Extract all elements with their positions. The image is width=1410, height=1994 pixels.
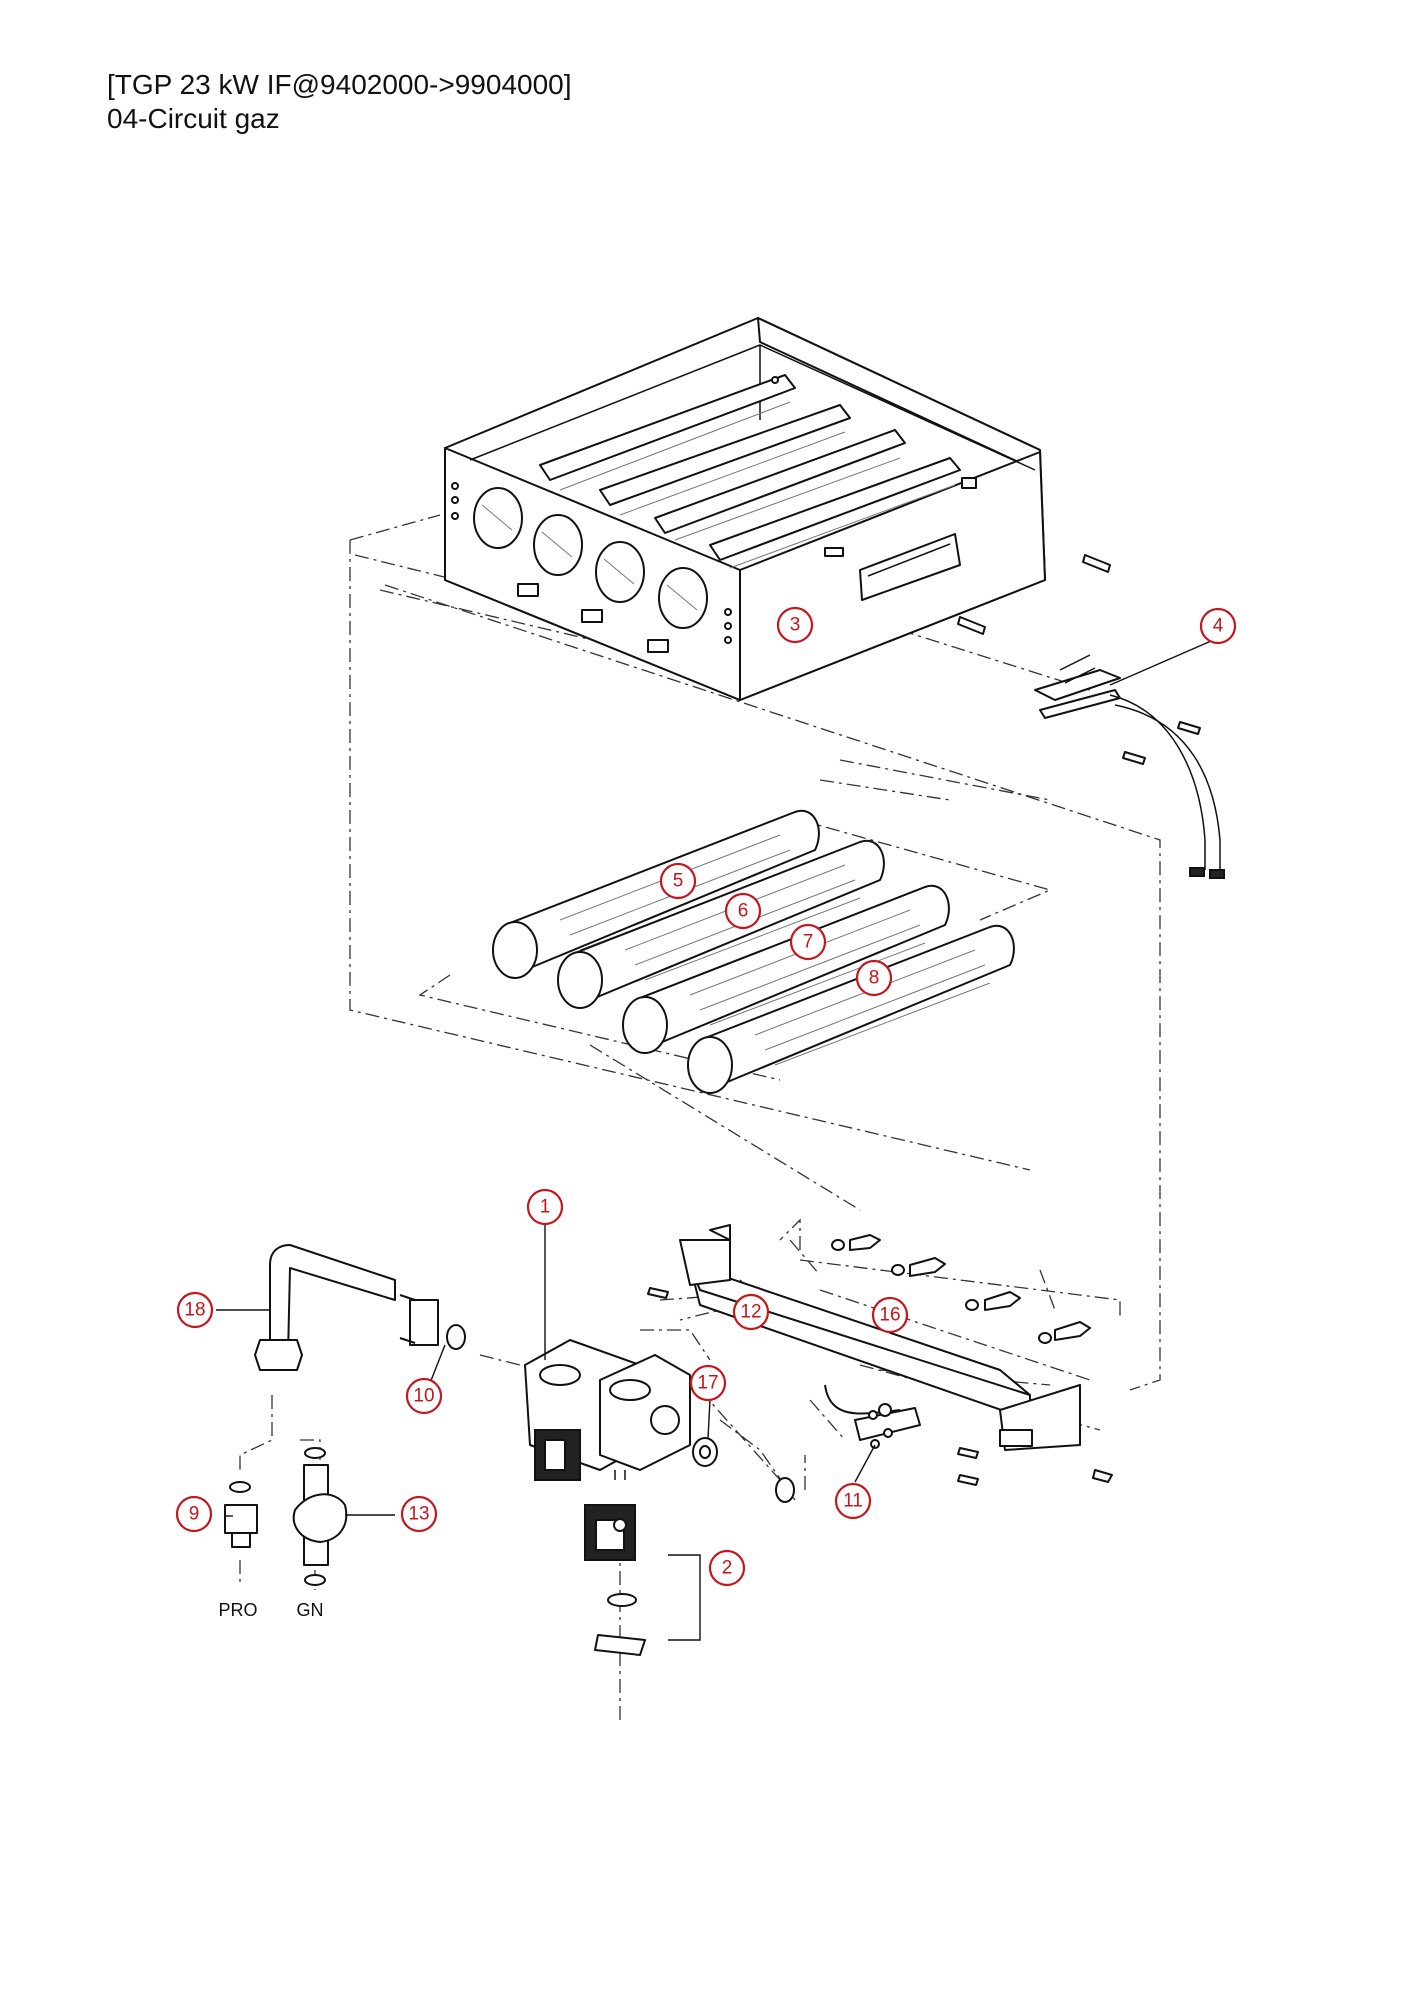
- svg-text:2: 2: [722, 1558, 733, 1579]
- svg-text:7: 7: [803, 932, 814, 953]
- callout-8[interactable]: 8: [855, 959, 893, 997]
- header: [TGP 23 kW IF@9402000->9904000] 04-Circu…: [107, 68, 572, 136]
- svg-text:8: 8: [869, 968, 880, 989]
- svg-text:1: 1: [540, 1197, 551, 1218]
- svg-text:18: 18: [184, 1300, 205, 1321]
- gas-connector: [224, 1447, 348, 1586]
- gas-valve: [524, 1339, 691, 1481]
- svg-text:6: 6: [738, 901, 749, 922]
- ignition-electrode: [1034, 654, 1225, 879]
- callout-2[interactable]: 2: [708, 1549, 746, 1587]
- burner-tube-7: [622, 884, 950, 1054]
- svg-text:5: 5: [673, 871, 684, 892]
- burner-tube-8: [687, 924, 1015, 1094]
- callout-11[interactable]: 11: [834, 1482, 872, 1520]
- callout-17[interactable]: 17: [689, 1364, 727, 1402]
- svg-text:12: 12: [740, 1302, 761, 1323]
- gas-pipe: [254, 1244, 466, 1371]
- callout-3[interactable]: 3: [776, 606, 814, 644]
- label-gn: GN: [297, 1600, 324, 1620]
- burner-tube-5: [492, 809, 820, 979]
- callout-16[interactable]: 16: [871, 1296, 909, 1334]
- callout-12[interactable]: 12: [732, 1293, 770, 1331]
- callout-13[interactable]: 13: [400, 1495, 438, 1533]
- manifold: [647, 1224, 1113, 1486]
- svg-text:16: 16: [879, 1305, 900, 1326]
- callout-18[interactable]: 18: [176, 1291, 214, 1329]
- burner-housing: [444, 317, 1111, 701]
- callout-7[interactable]: 7: [789, 923, 827, 961]
- svg-text:13: 13: [408, 1504, 429, 1525]
- callout-1[interactable]: 1: [526, 1188, 564, 1226]
- callout-6[interactable]: 6: [724, 892, 762, 930]
- svg-text:11: 11: [843, 1491, 863, 1512]
- svg-text:9: 9: [189, 1504, 200, 1525]
- svg-text:10: 10: [413, 1386, 434, 1407]
- callout-4[interactable]: 4: [1199, 607, 1237, 645]
- diagram-subtitle: 04-Circuit gaz: [107, 103, 280, 134]
- seal: [692, 1437, 795, 1503]
- callout-10[interactable]: 10: [405, 1377, 443, 1415]
- label-pro: PRO: [218, 1600, 257, 1620]
- burner-tube-6: [557, 839, 885, 1009]
- svg-text:4: 4: [1213, 616, 1224, 637]
- diagram-title: [TGP 23 kW IF@9402000->9904000]: [107, 69, 572, 100]
- callout-5[interactable]: 5: [659, 862, 697, 900]
- coil-kit: [584, 1504, 701, 1656]
- svg-text:17: 17: [697, 1373, 718, 1394]
- burner-tubes: [492, 809, 1015, 1094]
- leader-lines: [216, 637, 1219, 1517]
- callout-9[interactable]: 9: [175, 1495, 213, 1533]
- svg-text:3: 3: [790, 615, 801, 636]
